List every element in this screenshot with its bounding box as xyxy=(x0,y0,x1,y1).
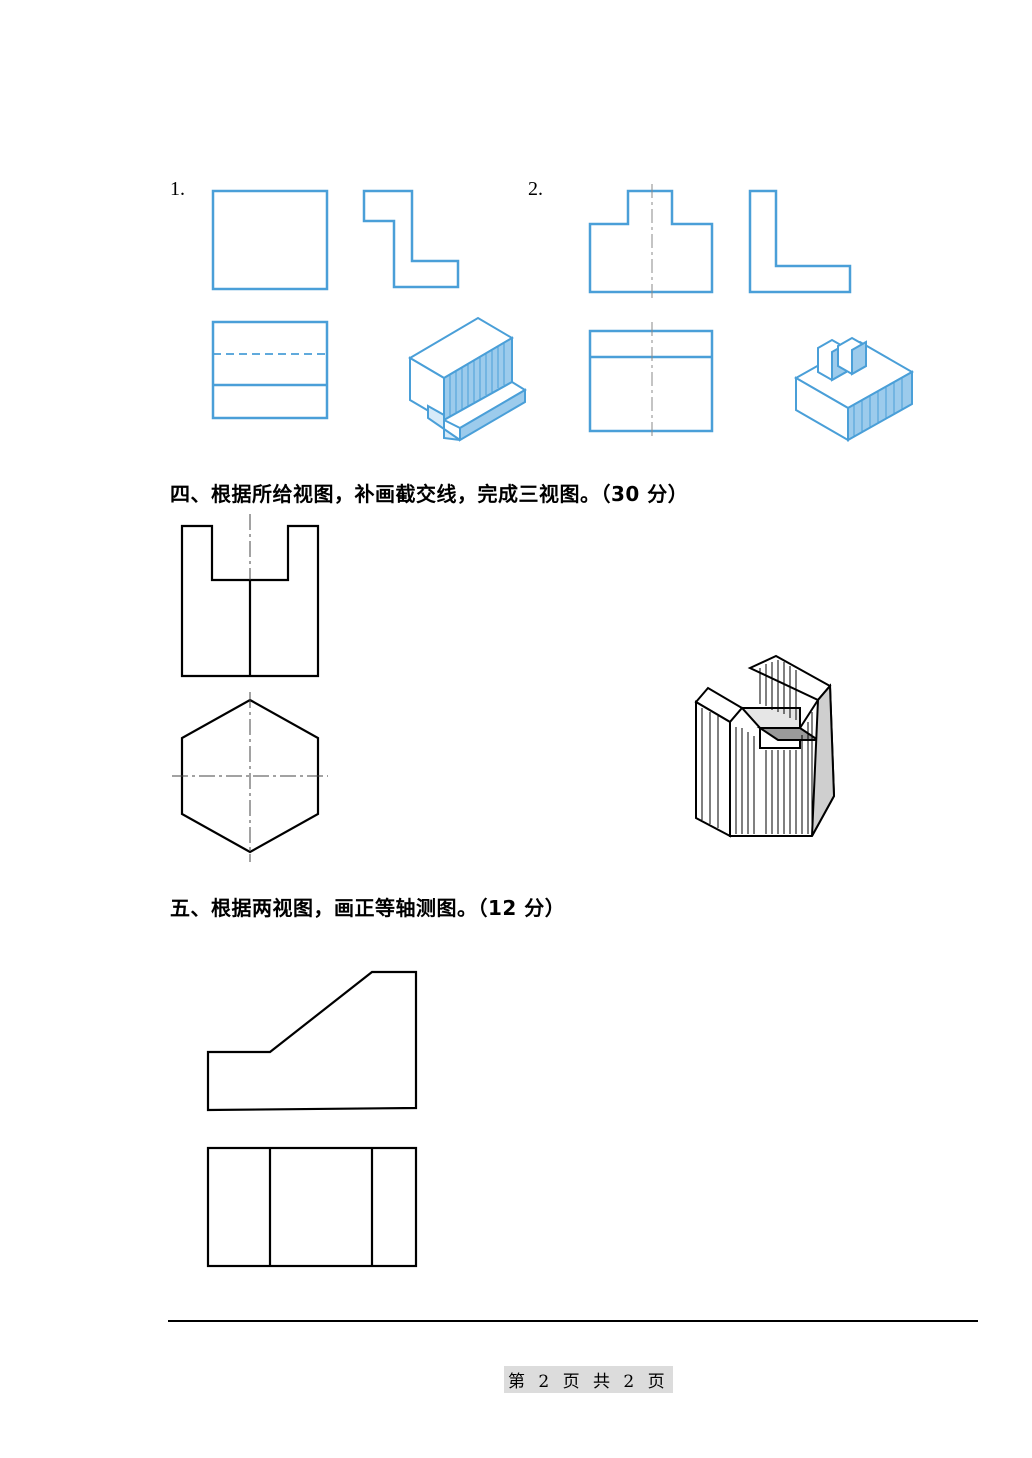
p2-front-view xyxy=(588,189,714,294)
p1-side-view xyxy=(362,189,460,289)
page-number: 第 2 页 共 2 页 xyxy=(504,1366,673,1393)
p1-top-view xyxy=(211,320,329,420)
p2-side-view xyxy=(748,189,852,294)
p2-top-view xyxy=(588,329,714,433)
section-4-heading: 四、根据所给视图，补画截交线，完成三视图。（30 分） xyxy=(170,482,689,506)
problem-2-drawings xyxy=(588,184,915,442)
section-5-drawings xyxy=(206,970,418,1268)
section-4-drawings xyxy=(172,514,836,862)
problem-1-number: 1. xyxy=(170,178,185,200)
problem-2-number: 2. xyxy=(528,178,543,200)
s4-hexagon-view xyxy=(180,698,320,854)
p1-front-view xyxy=(211,189,329,291)
problem-1-drawings xyxy=(211,189,527,442)
p1-isometric xyxy=(408,316,527,442)
s4-front-view xyxy=(180,524,320,678)
s5-front-view xyxy=(206,970,418,1112)
footer-rule xyxy=(168,1320,978,1322)
p2-isometric xyxy=(793,336,915,442)
s5-top-view xyxy=(206,1146,418,1268)
section-5-heading: 五、根据两视图，画正等轴测图。（12 分） xyxy=(170,896,566,920)
